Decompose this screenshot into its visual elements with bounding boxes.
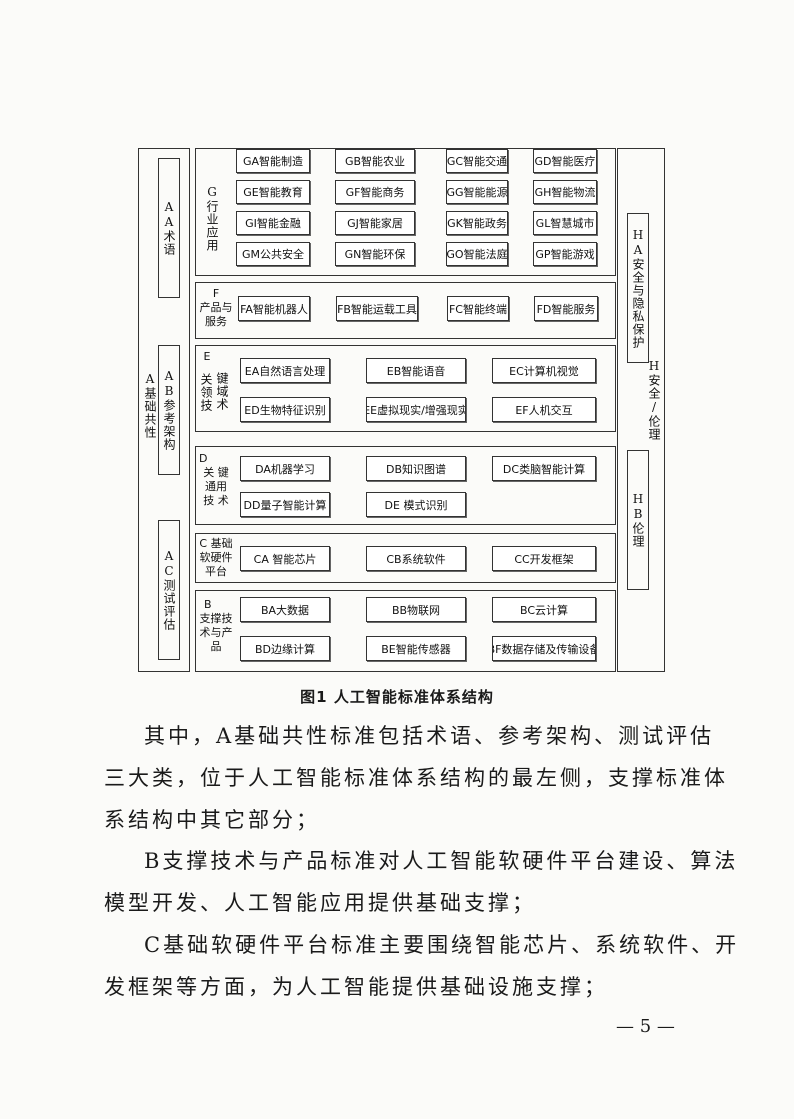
g-item: GG智能能源 (446, 180, 508, 204)
a-column-frame (138, 148, 190, 672)
b-item: BC云计算 (492, 597, 596, 622)
b-item: BE智能传感器 (366, 636, 466, 661)
row-e-letter: E (203, 350, 211, 363)
g-item: GD智能医疗 (533, 149, 597, 173)
row-f-label: F 产品与 服务 (199, 287, 233, 328)
c-item: CB系统软件 (366, 546, 466, 571)
hb-box: HB伦理 (627, 450, 649, 590)
f-item: FA智能机器人 (238, 296, 310, 321)
e-item: EC计算机视觉 (492, 358, 596, 383)
c-item: CA 智能芯片 (240, 546, 330, 571)
f-item: FB智能运载工具 (336, 296, 418, 321)
row-d-label: D 关 键 通用 技 术 (199, 452, 229, 507)
f-item: FD智能服务 (534, 296, 598, 321)
paragraph-line: 三大类，位于人工智能标准体系结构的最左侧，支撑标准体 (104, 766, 728, 790)
paragraph-line: 系结构中其它部分； (104, 808, 320, 832)
row-c-frame (195, 533, 616, 583)
figure-caption: 图1 人工智能标准体系结构 (300, 688, 494, 706)
d-item: DA机器学习 (240, 456, 330, 481)
d-item: DB知识图谱 (366, 456, 466, 481)
row-b-label: B 支撑技 术与产 品 (199, 598, 233, 653)
b-item: BB物联网 (366, 597, 466, 622)
ab-box: AB参考架构 (158, 345, 180, 475)
b-item: BD边缘计算 (240, 636, 330, 661)
g-item: GE智能教育 (236, 180, 310, 204)
g-item: GK智能政务 (446, 211, 508, 235)
e-item: EF人机交互 (492, 397, 596, 422)
a-label: A基础共性 (143, 371, 157, 439)
g-item: GO智能法庭 (446, 242, 508, 266)
g-item: GP智能游戏 (533, 242, 597, 266)
row-g-frame (195, 148, 616, 276)
g-item: GC智能交通 (446, 149, 508, 173)
row-c-label: C 基础 软硬件 平台 (199, 537, 233, 578)
e-item: EB智能语音 (366, 358, 466, 383)
g-item: GA智能制造 (236, 149, 310, 173)
d-item: DC类脑智能计算 (492, 456, 596, 481)
paragraph-line: B支撑技术与产品标准对人工智能软硬件平台建设、算法 (144, 849, 739, 873)
e-item: EA自然语言处理 (240, 358, 330, 383)
row-b-frame (195, 590, 616, 672)
b-item: BF数据存储及传输设备 (492, 636, 596, 661)
paragraph-line: C基础软硬件平台标准主要围绕智能芯片、系统软件、开 (144, 933, 740, 957)
g-item: GI智能金融 (236, 211, 310, 235)
c-item: CC开发框架 (492, 546, 596, 571)
g-item: GL智慧城市 (533, 211, 597, 235)
g-item: GN智能环保 (335, 242, 415, 266)
row-e-label-col: 关领技 (199, 372, 213, 412)
row-e-frame (195, 345, 616, 432)
paragraph-line: 模型开发、人工智能应用提供基础支撑； (104, 891, 536, 915)
e-item: EE虚拟现实/增强现实 (366, 397, 466, 422)
d-item: DD量子智能计算 (240, 492, 330, 517)
g-item: GH智能物流 (533, 180, 597, 204)
h-label: H安全/伦理 (647, 359, 661, 441)
ha-box: HA安全与隐私保护 (627, 213, 649, 363)
h-column-frame (617, 148, 665, 672)
ac-box: AC测试评估 (158, 520, 180, 660)
g-item: GJ智能家居 (335, 211, 415, 235)
paragraph-line: 发框架等方面，为人工智能提供基础设施支撑； (104, 975, 608, 999)
row-d-frame (195, 446, 616, 525)
row-f-frame (195, 282, 616, 339)
page-number: — 5 — (616, 1016, 675, 1037)
b-item: BA大数据 (240, 597, 330, 622)
d-item: DE 模式识别 (366, 492, 466, 517)
e-item: ED生物特征识别 (240, 397, 330, 422)
g-item: GF智能商务 (335, 180, 415, 204)
row-g-label: G行业应用 (205, 184, 219, 252)
g-item: GB智能农业 (335, 149, 415, 173)
g-item: GM公共安全 (236, 242, 310, 266)
aa-box: AA术语 (158, 158, 180, 298)
f-item: FC智能终端 (447, 296, 509, 321)
paragraph-line: 其中，A基础共性标准包括术语、参考架构、测试评估 (144, 724, 715, 748)
row-e-label-col: 键域术 (215, 371, 229, 411)
